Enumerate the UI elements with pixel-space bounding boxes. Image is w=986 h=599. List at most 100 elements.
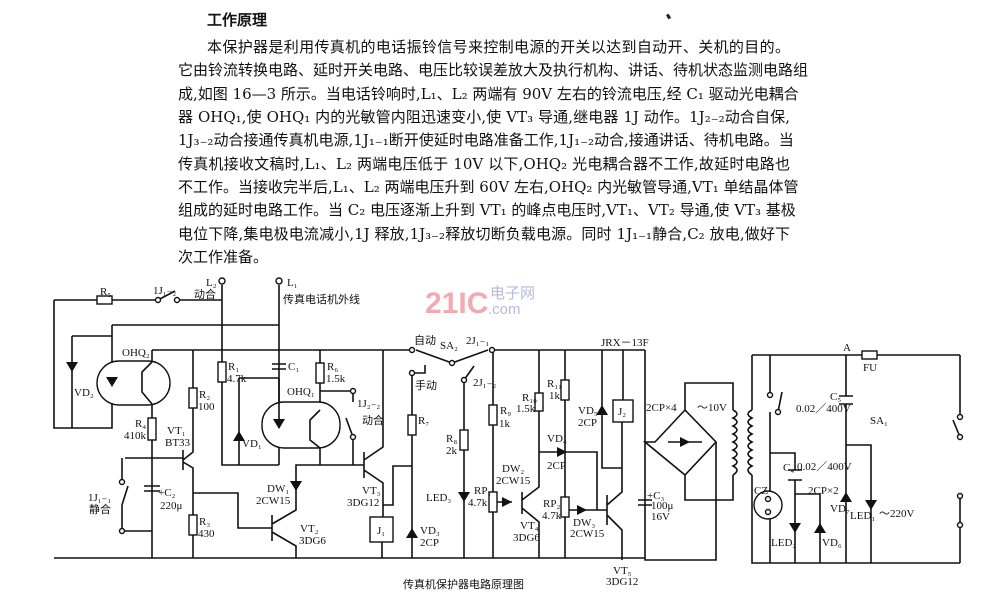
phototransistor-ohq2	[141, 361, 153, 405]
terminal-l1	[275, 277, 283, 285]
resistor-r3	[188, 514, 198, 536]
paragraph-line: 器 OHQ₁,使 OHQ₁ 内的光敏管内阻迅速变小,使 VT₃ 导通,继电器 1…	[178, 108, 790, 126]
label-vt5-type: 3DG12	[606, 576, 638, 588]
label-vt4-type: 3DG6	[513, 532, 540, 544]
watermark-main: 21IC	[425, 287, 488, 320]
paragraph-line: 成,如图 16—3 所示。当电话铃响时,L₁、L₂ 两端有 90V 左右的铃流电…	[178, 85, 799, 103]
label-node-a: A	[843, 342, 851, 354]
paragraph-line: 传真机接收文稿时,L₁、L₂ 两端电压低于 10V 以下,OHQ₂ 光电耦合器不…	[178, 155, 790, 173]
label-r3: R₃	[199, 516, 210, 528]
contact	[460, 376, 468, 384]
wires	[53, 285, 961, 564]
label-vt4: VT₄	[520, 520, 539, 532]
label-sa1: SA₁	[870, 415, 888, 427]
label-2j1-2: 2J₁₋₂	[473, 377, 496, 389]
label-1j2-2-note: 动合	[362, 413, 384, 427]
label-ac220v: ～220V	[879, 508, 914, 520]
capacitor-c4	[788, 469, 802, 481]
diagram-caption: 传真机保护器电路原理图	[403, 577, 524, 591]
watermark-cn: 电子网	[490, 285, 535, 302]
paragraph-line: 它由铃流转换电路、延时开关电路、电压比较误差放大及执行机构、讲话、待机状态监测电…	[178, 61, 809, 79]
diode-vd7	[840, 492, 852, 502]
label-r5: R₅	[100, 286, 111, 298]
label-r2: R₂	[199, 389, 210, 401]
section-title: 工作原理	[207, 11, 268, 29]
label-j1: J₁	[377, 525, 385, 537]
label-j2: J₂	[618, 406, 626, 418]
label-c4: C₄	[783, 462, 794, 474]
label-r11-value: 1k	[549, 390, 561, 402]
paragraph-line: 组成的延时电路工作。当 C₂ 电压逐渐上升到 VT₁ 的峰点电压时,VT₁、VT…	[178, 201, 796, 219]
resistor-r9	[488, 404, 498, 426]
label-cz: CZ	[754, 485, 768, 497]
diode-vd5	[596, 405, 608, 415]
label-auto: 自动	[414, 334, 436, 347]
fuse-fu	[861, 350, 878, 360]
label-vt5: VT₅	[613, 565, 632, 577]
socket-pin	[764, 495, 772, 503]
label-c2-value: 220μ	[160, 500, 183, 512]
label-r4-value: 410k	[124, 430, 147, 442]
label-r1-value: 4.7k	[227, 373, 247, 385]
resistor-r1	[217, 361, 227, 383]
resistor-r6	[315, 362, 325, 384]
label-1j1-1-note: 静合	[89, 502, 111, 516]
label-vt2-type: 3DG6	[299, 535, 326, 547]
label-dw1-type: 2CW15	[256, 495, 291, 507]
label-vd3-type: 2CP	[420, 537, 439, 549]
relay-coil-j1	[369, 516, 394, 543]
led-ohq2	[106, 377, 118, 387]
label-rp2: RP₂	[543, 498, 560, 510]
contact	[956, 433, 964, 441]
led-led3	[458, 492, 470, 502]
label-c5-value: 0.02／400V	[796, 402, 851, 415]
resistor-r4	[147, 417, 157, 441]
label-vd3: VD₃	[420, 525, 440, 537]
label-dw3-type: 2CW15	[570, 528, 605, 540]
contact	[349, 433, 357, 441]
label-c3: +C₃	[647, 490, 665, 502]
label-dw3: DW₃	[573, 517, 595, 529]
resistor-r7	[407, 414, 417, 436]
label-r4: R₄	[135, 418, 146, 430]
contact	[766, 391, 774, 399]
label-l2-note: 动合	[194, 287, 216, 301]
label-c3-voltage: 16V	[651, 511, 670, 523]
capacitor-c3	[638, 499, 652, 506]
contact	[118, 478, 126, 486]
diode-vd2	[66, 362, 78, 372]
label-vd2: VD₂	[74, 387, 94, 399]
label-relay-model: JRX－13F	[601, 337, 649, 349]
label-r10: R₁₀	[522, 392, 537, 404]
label-vt3: VT₃	[362, 485, 381, 497]
capacitor-c5	[839, 395, 853, 405]
label-r2-value: 100	[198, 401, 215, 413]
label-l1: L₁	[287, 277, 298, 289]
label-ac10v: ～10V	[697, 402, 727, 414]
label-fu: FU	[863, 362, 877, 374]
label-rp2-value: 4.7k	[542, 510, 562, 522]
label-bridge: 2CP×4	[646, 402, 677, 414]
label-c1: C₁	[288, 361, 299, 373]
label-dw2-type: 2CW15	[496, 475, 531, 487]
label-c4-value: 0.02／400V	[797, 460, 852, 473]
diode-vd4	[557, 447, 567, 457]
label-r3-value: 430	[198, 528, 215, 540]
contact	[488, 346, 496, 354]
label-r1: R₁	[228, 361, 239, 373]
label-vd4-type: 2CP	[547, 460, 566, 472]
socket-pin	[764, 508, 772, 516]
label-sa2: SA₂	[440, 340, 458, 352]
label-c2: +C₂	[158, 487, 176, 499]
diode-vd1	[233, 419, 285, 441]
label-vd4: VD₄	[547, 433, 567, 445]
label-manual: 手动	[415, 378, 437, 392]
zener-dw1	[290, 481, 302, 491]
label-ohq1: OHQ₁	[287, 386, 315, 398]
label-rp1-value: 4.7k	[468, 497, 488, 509]
potentiometer-rp2	[560, 496, 570, 518]
label-r9-value: 1k	[499, 418, 511, 430]
paragraph-line: 1J₃₋₂动合接通传真机电源,1J₁₋₁断开使延时电路准备工作,1J₁₋₂动合,…	[178, 131, 794, 149]
label-line-note: 传真电话机外线	[283, 292, 360, 306]
